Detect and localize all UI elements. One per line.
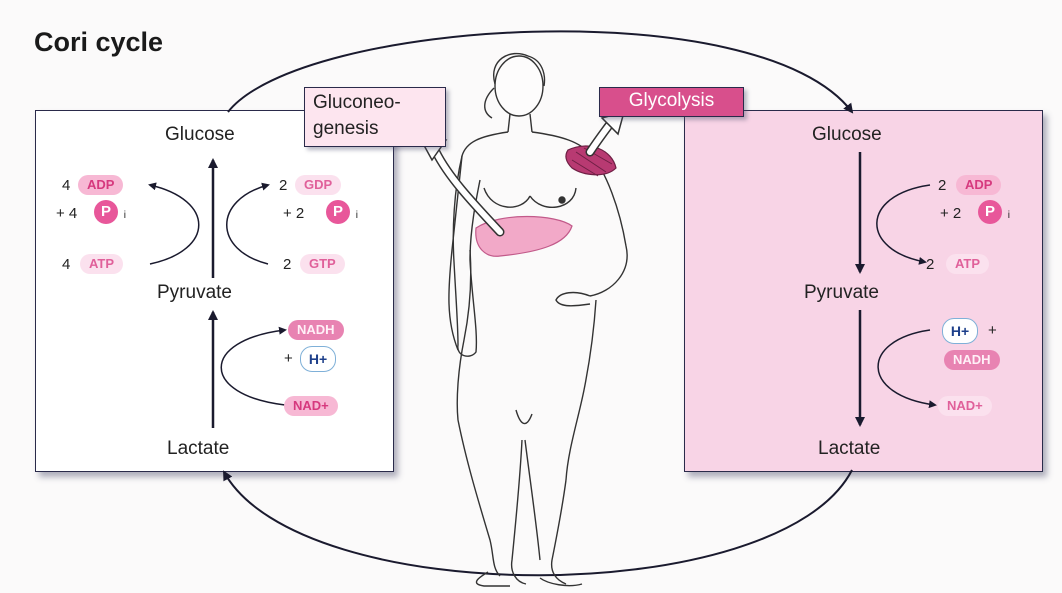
- right-adp-coef: 2: [938, 177, 946, 194]
- right-nadh-pill: NADH: [944, 350, 1000, 370]
- left-gtp-coef: 2: [283, 256, 291, 273]
- right-nad-pill: NAD+: [938, 396, 992, 416]
- left-pi2-label: P: [333, 203, 343, 220]
- left-adp-pill: ADP: [78, 175, 123, 195]
- glycolysis-box: Glycolysis: [599, 87, 744, 117]
- right-adp-pill: ADP: [956, 175, 1001, 195]
- gluconeogenesis-box: Gluconeo- genesis: [304, 87, 446, 147]
- gluconeogenesis-label-line1: Gluconeo-: [313, 90, 437, 116]
- left-atp-coef: 4: [62, 256, 70, 273]
- left-nad-pill: NAD+: [284, 396, 338, 416]
- right-glucose-label: Glucose: [812, 124, 882, 146]
- right-pi-coef: + 2: [940, 205, 961, 222]
- right-atp-pill: ATP: [946, 254, 989, 274]
- left-gtp-gdp-curve: [227, 185, 268, 264]
- left-pi-coef: + 4: [56, 205, 77, 222]
- left-pi2-coef: + 2: [283, 205, 304, 222]
- right-atp-coef: 2: [926, 256, 934, 273]
- right-adp-atp-curve: [877, 185, 930, 262]
- right-pi-label: P: [985, 203, 995, 220]
- right-h-plus-circle: H+: [942, 318, 978, 344]
- left-glucose-label: Glucose: [165, 124, 235, 146]
- right-pyruvate-label: Pyruvate: [804, 282, 879, 304]
- right-nadh-nad-curve: [878, 330, 935, 405]
- left-gdp-pill: GDP: [295, 175, 341, 195]
- left-h-plus-circle: H+: [300, 346, 336, 372]
- left-nadh-pill: NADH: [288, 320, 344, 340]
- muscle-to-glycolysis-arrow: [590, 124, 610, 152]
- right-pi-subscript: i: [1008, 204, 1010, 228]
- left-gdp-coef: 2: [279, 177, 287, 194]
- left-pyruvate-label: Pyruvate: [157, 282, 232, 304]
- left-h-plus-coef: +: [284, 350, 293, 367]
- left-nad-nadh-curve: [221, 330, 285, 405]
- left-gtp-pill: GTP: [300, 254, 345, 274]
- left-pi2-subscript: i: [356, 204, 358, 228]
- right-lactate-label: Lactate: [818, 438, 880, 460]
- gluconeogenesis-label-line2: genesis: [313, 116, 437, 142]
- left-pi-subscript: i: [124, 204, 126, 228]
- left-lactate-label: Lactate: [167, 438, 229, 460]
- left-pi-label: P: [101, 203, 111, 220]
- left-adp-coef: 4: [62, 177, 70, 194]
- lower-cycle-arc: [224, 470, 852, 575]
- left-atp-adp-curve: [150, 185, 199, 264]
- left-atp-pill: ATP: [80, 254, 123, 274]
- right-h-plus-coef: +: [988, 322, 997, 339]
